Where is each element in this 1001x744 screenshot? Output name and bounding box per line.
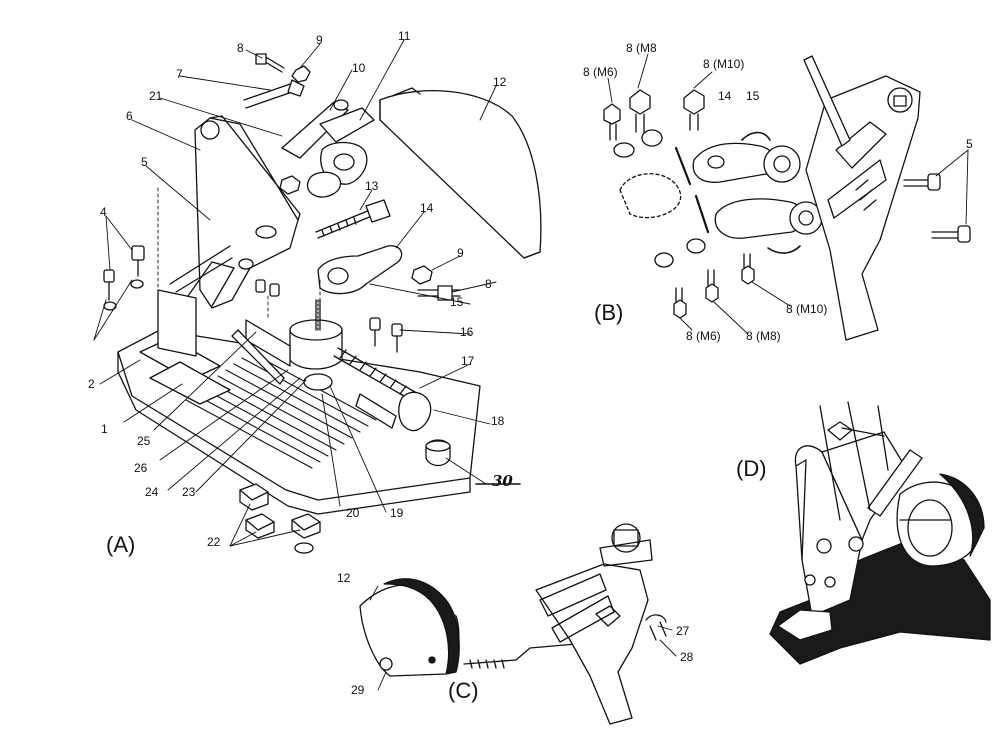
part-label-21: 21 xyxy=(149,89,163,103)
part-label-22: 22 xyxy=(207,535,221,549)
panel-d-drawing xyxy=(769,401,991,665)
panel-b-drawing xyxy=(603,53,971,341)
panel-a-drawing xyxy=(93,39,542,554)
part-label-15: 15 xyxy=(450,295,464,309)
part-label-9b: 9 xyxy=(457,246,464,260)
part-label-6: 6 xyxy=(126,109,133,123)
part-label-24: 24 xyxy=(145,485,159,499)
part-label-26: 26 xyxy=(134,461,148,475)
part-label-2: 2 xyxy=(88,377,95,391)
part-label-10: 10 xyxy=(352,61,366,75)
part-label-5: 5 xyxy=(141,155,148,169)
part-label-28: 28 xyxy=(680,650,694,664)
part-label-15-b: 15 xyxy=(746,89,760,103)
part-label-17: 17 xyxy=(461,354,475,368)
part-label-8: 8 xyxy=(237,41,244,55)
panel-label-c: (C) xyxy=(448,678,479,703)
part-label-12-c: 12 xyxy=(337,571,351,585)
part-label-25: 25 xyxy=(137,434,151,448)
part-label-8-m10-bottom: 8 (M10) xyxy=(786,302,828,316)
part-label-8b: 8 xyxy=(485,277,492,291)
panel-label-a: (A) xyxy=(106,532,136,557)
part-label-1: 1 xyxy=(101,422,108,436)
part-label-5-b: 5 xyxy=(966,137,973,151)
part-label-30: 30 xyxy=(492,472,513,490)
part-label-8-m8-bottom: 8 (M8) xyxy=(746,329,781,343)
part-label-18: 18 xyxy=(491,414,505,428)
part-label-29: 29 xyxy=(351,683,365,697)
part-label-9: 9 xyxy=(316,33,323,47)
part-label-8-m8-top: 8 (M8 xyxy=(626,41,657,55)
panel-label-b: (B) xyxy=(594,300,624,325)
part-label-14-b: 14 xyxy=(718,89,732,103)
part-label-12: 12 xyxy=(493,75,507,89)
panel-c-drawing xyxy=(359,523,677,725)
part-label-20: 20 xyxy=(346,506,360,520)
part-label-4: 4 xyxy=(100,205,107,219)
part-label-7: 7 xyxy=(176,67,183,81)
part-label-27: 27 xyxy=(676,624,690,638)
part-label-19: 19 xyxy=(390,506,404,520)
part-label-13: 13 xyxy=(365,179,379,193)
panel-label-d: (D) xyxy=(736,456,767,481)
part-label-14: 14 xyxy=(420,201,434,215)
part-label-11: 11 xyxy=(398,29,411,43)
part-label-8-m6-top: 8 (M6) xyxy=(583,65,618,79)
part-label-16: 16 xyxy=(460,325,474,339)
part-label-23: 23 xyxy=(182,485,196,499)
part-label-8-m10-top: 8 (M10) xyxy=(703,57,745,71)
part-label-8-m6-bottom: 8 (M6) xyxy=(686,329,721,343)
